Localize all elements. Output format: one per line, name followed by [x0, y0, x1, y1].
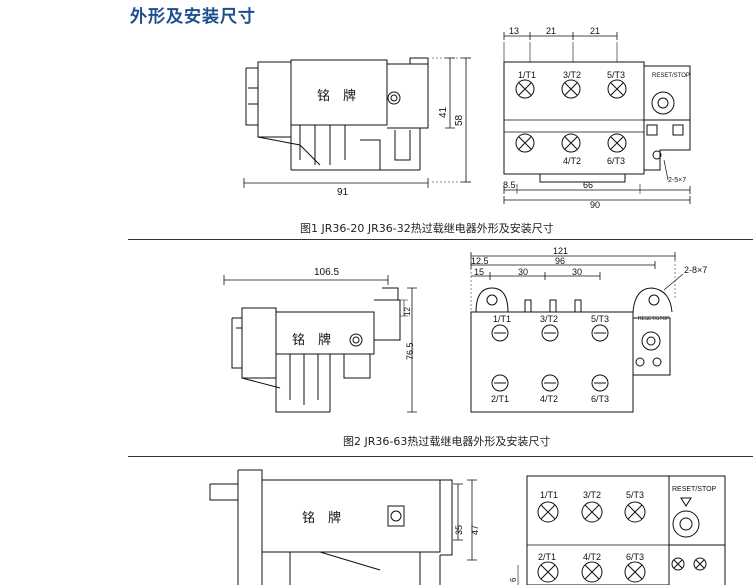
fig3-front-view — [517, 475, 726, 585]
fig1-terminal-1t1: 1/T1 — [518, 70, 536, 80]
fig2-nameplate-1: 铭 — [292, 332, 305, 347]
fig2-dim-106-5: 106.5 — [314, 267, 339, 278]
fig2-dim-121: 121 — [553, 246, 568, 256]
page-title: 外形及安装尺寸 — [130, 7, 256, 27]
fig3-dim-35: 35 — [454, 525, 464, 535]
fig2-dim-12: 12 — [403, 307, 412, 316]
fig2-reset-label: RESET/STOP — [638, 316, 670, 322]
fig1-side-view — [243, 57, 471, 188]
fig2-terminal-4t2: 4/T2 — [540, 394, 558, 404]
fig1-dim-66: 66 — [583, 180, 593, 190]
fig2-dim-30b: 30 — [572, 267, 582, 277]
fig3-dim-6: 6 — [509, 577, 518, 582]
fig3-terminal-2t1: 2/T1 — [538, 552, 556, 562]
fig3-reset-label: RESET/STOP — [672, 486, 717, 493]
fig3-terminal-3t2: 3/T2 — [583, 490, 601, 500]
fig2-terminal-5t3: 5/T3 — [591, 314, 609, 324]
fig3-terminal-1t1: 1/T1 — [540, 490, 558, 500]
fig2-dim-76-5: 76.5 — [405, 342, 415, 360]
fig1-dim-8-5: 8.5 — [503, 180, 516, 190]
fig3-terminal-5t3: 5/T3 — [626, 490, 644, 500]
fig1-terminal-5t3: 5/T3 — [607, 70, 625, 80]
fig1-dim-91: 91 — [337, 187, 349, 198]
fig3-nameplate-2: 牌 — [328, 510, 341, 525]
fig1-terminal-3t2: 3/T2 — [563, 70, 581, 80]
fig1-terminal-6t3: 6/T3 — [607, 156, 625, 166]
fig1-front-view — [503, 32, 691, 204]
divider-1 — [128, 239, 753, 240]
fig2-side-view — [223, 275, 417, 413]
fig2-dim-30a: 30 — [518, 267, 528, 277]
fig3-nameplate-1: 铭 — [302, 510, 315, 525]
fig1-hole-spec: 2-5×7 — [668, 177, 686, 184]
fig2-front-view — [470, 252, 684, 413]
fig2-terminal-1t1: 1/T1 — [493, 314, 511, 324]
divider-2 — [128, 456, 753, 457]
fig2-terminal-2t1: 2/T1 — [491, 394, 509, 404]
fig2-dim-12-5: 12.5 — [471, 256, 489, 266]
fig2-hole-spec: 2-8×7 — [684, 265, 707, 275]
fig2-dim-96: 96 — [555, 256, 565, 266]
fig2-terminal-6t3: 6/T3 — [591, 394, 609, 404]
fig1-dim-21a: 21 — [546, 26, 556, 36]
fig1-nameplate-2: 牌 — [343, 88, 356, 103]
fig1-caption: 图1 JR36-20 JR36-32热过载继电器外形及安装尺寸 — [300, 222, 554, 235]
fig1-reset-label: RESET/STOP — [652, 73, 690, 79]
fig1-terminal-4t2: 4/T2 — [563, 156, 581, 166]
fig1-dim-41: 41 — [438, 106, 449, 118]
fig2-terminal-3t2: 3/T2 — [540, 314, 558, 324]
fig1-dim-58: 58 — [454, 114, 465, 126]
fig1-dim-13: 13 — [509, 26, 519, 36]
fig2-caption: 图2 JR36-63热过载继电器外形及安装尺寸 — [343, 435, 551, 448]
fig1-nameplate-1: 铭 — [317, 88, 330, 103]
fig2-nameplate-2: 牌 — [318, 332, 331, 347]
fig1-dim-21b: 21 — [590, 26, 600, 36]
fig2-dim-15: 15 — [474, 267, 484, 277]
fig3-terminal-6t3: 6/T3 — [626, 552, 644, 562]
fig3-terminal-4t2: 4/T2 — [583, 552, 601, 562]
fig3-side-view — [209, 469, 477, 585]
fig3-dim-47: 47 — [470, 525, 480, 535]
fig1-dim-90: 90 — [590, 200, 600, 210]
